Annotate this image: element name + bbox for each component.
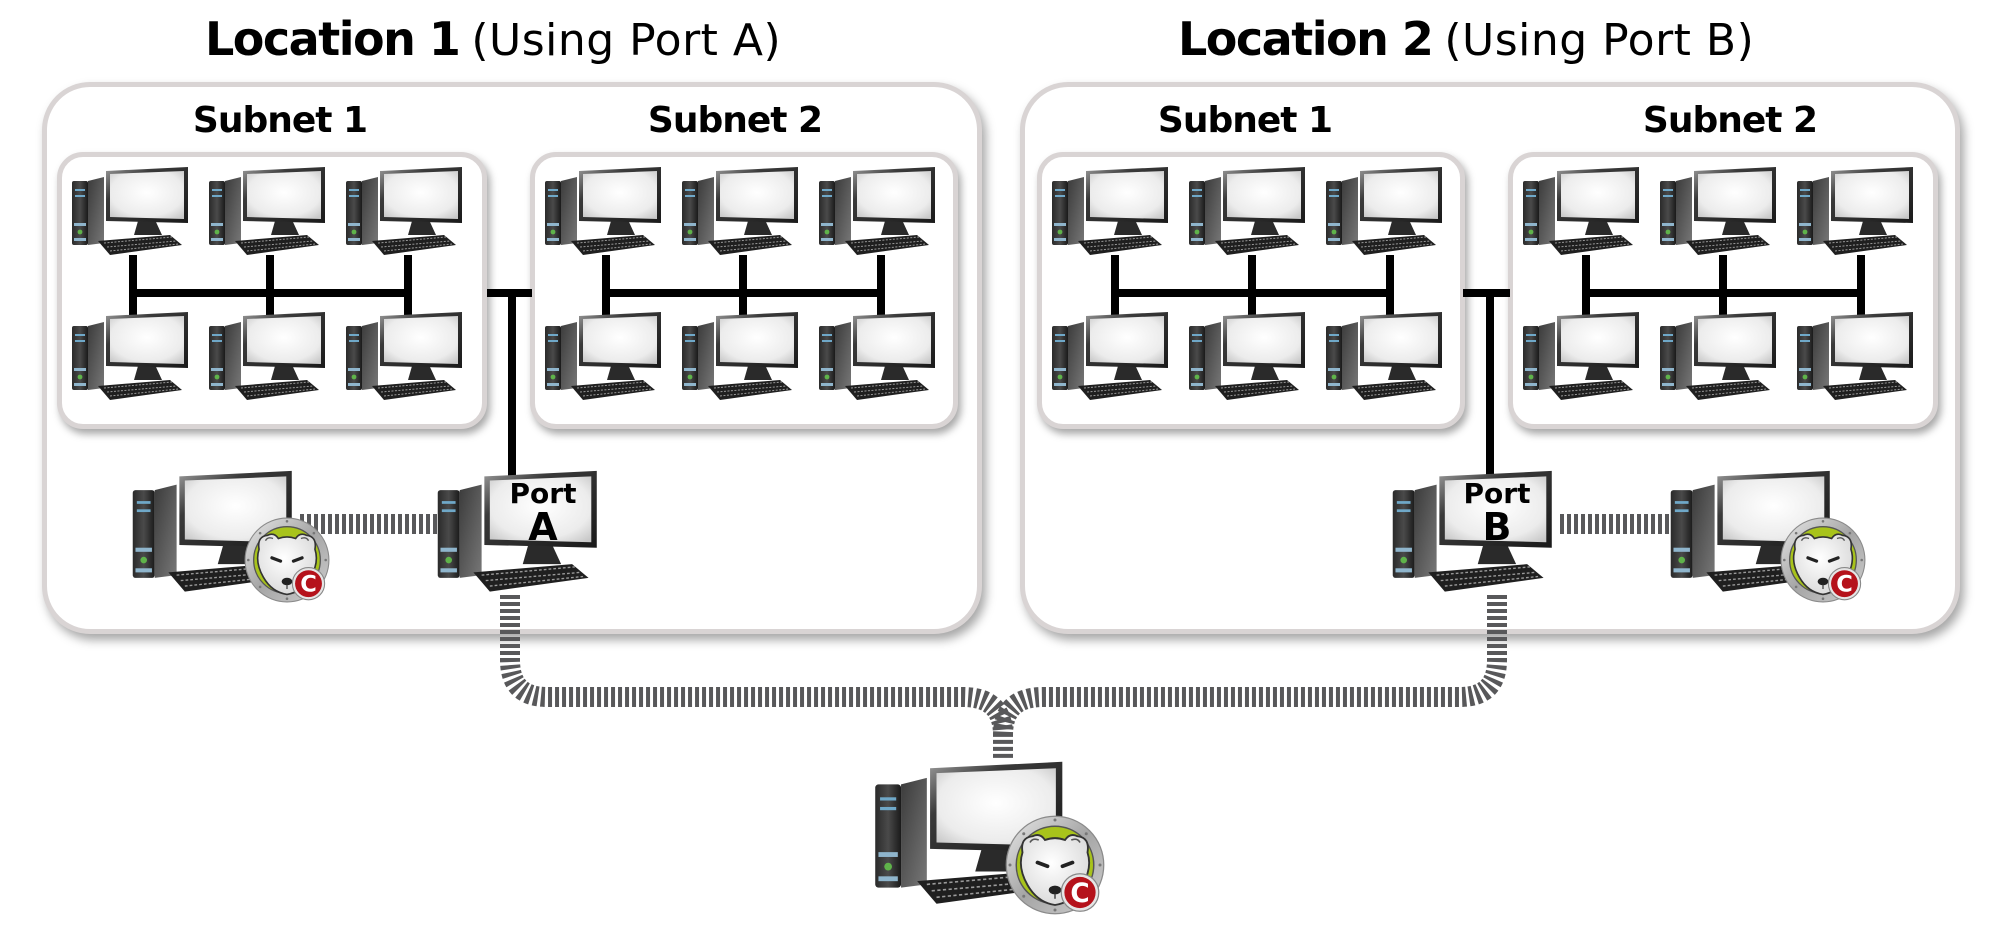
subnet-computer[interactable] xyxy=(680,310,804,406)
lan-bus-l2-s2 xyxy=(1582,255,1865,320)
port-a-label-line1: Port xyxy=(509,477,577,510)
subnet-computer[interactable] xyxy=(70,165,194,261)
location-2-subnet-2-title: Subnet 2 xyxy=(1642,100,1818,141)
subnet-computer[interactable] xyxy=(1521,310,1645,406)
subnet-computer[interactable] xyxy=(1187,310,1311,406)
subnet-computer[interactable] xyxy=(1521,165,1645,261)
location-1-subnet-1-title: Subnet 1 xyxy=(192,100,368,141)
subnet-computer[interactable] xyxy=(344,310,468,406)
port-b-label-line2: B xyxy=(1482,505,1512,549)
subnet-computer[interactable] xyxy=(543,165,667,261)
subnet-computer[interactable] xyxy=(1050,165,1174,261)
location-1-port-note: (Using Port A) xyxy=(471,15,782,66)
location-2-name: Location 2 xyxy=(1178,12,1434,66)
subnet-computer[interactable] xyxy=(680,165,804,261)
location-1-console-badge-icon xyxy=(244,517,330,603)
location-1-subnet-2-title: Subnet 2 xyxy=(647,100,823,141)
location-2-subnet-1-title: Subnet 1 xyxy=(1157,100,1333,141)
port-b-to-central-link xyxy=(993,595,1507,736)
port-b-label: Port B xyxy=(1447,477,1547,549)
lan-bus-l1-s1 xyxy=(129,255,412,320)
subnet-computer[interactable] xyxy=(1187,165,1311,261)
subnet-computer[interactable] xyxy=(817,310,941,406)
port-a-to-central-link xyxy=(500,595,1013,758)
subnet-computer[interactable] xyxy=(817,165,941,261)
subnet-computer[interactable] xyxy=(1658,165,1782,261)
subnet-computer[interactable] xyxy=(1795,310,1919,406)
location-1-title: Location 1 (Using Port A) xyxy=(205,12,781,72)
central-console-badge-icon xyxy=(1005,815,1105,915)
lan-bus-l1-s2 xyxy=(602,255,885,320)
subnet-computer[interactable] xyxy=(543,310,667,406)
port-b-label-line1: Port xyxy=(1463,477,1531,510)
subnet-computer[interactable] xyxy=(1795,165,1919,261)
subnet-computer[interactable] xyxy=(207,310,331,406)
location-1-name: Location 1 xyxy=(205,12,461,66)
port-a-label: Port A xyxy=(493,477,593,549)
lan-bus-l2-s1 xyxy=(1111,255,1394,320)
subnet-computer[interactable] xyxy=(1050,310,1174,406)
subnet-computer[interactable] xyxy=(1324,310,1448,406)
port-a-label-line2: A xyxy=(528,505,558,549)
location-2-title: Location 2 (Using Port B) xyxy=(1178,12,1754,72)
subnet-computer[interactable] xyxy=(344,165,468,261)
subnet-computer[interactable] xyxy=(70,310,194,406)
subnet-computer[interactable] xyxy=(1658,310,1782,406)
subnet-computer[interactable] xyxy=(207,165,331,261)
location-2-console-badge-icon xyxy=(1780,517,1866,603)
subnet-computer[interactable] xyxy=(1324,165,1448,261)
location-2-port-note: (Using Port B) xyxy=(1444,15,1755,66)
